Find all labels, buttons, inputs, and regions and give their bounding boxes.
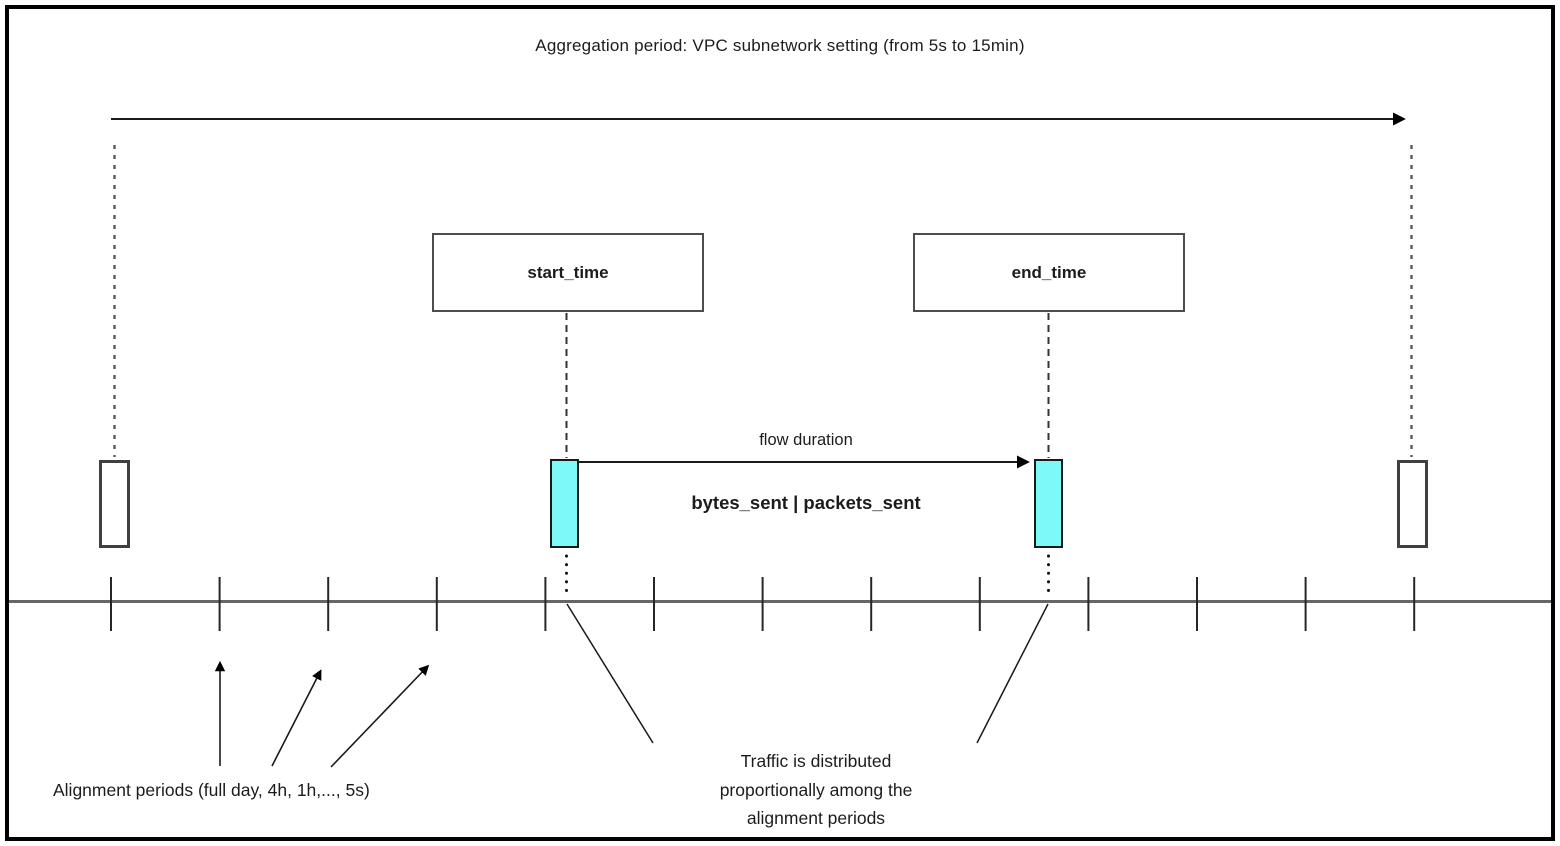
start-time-label: start_time	[527, 262, 609, 282]
start-time-box: start_time	[432, 233, 704, 312]
traffic-note-right-pointer	[976, 603, 1049, 744]
right-period-marker	[1397, 460, 1428, 548]
flow-metrics-label: bytes_sent | packets_sent	[691, 492, 921, 513]
left-period-marker	[99, 460, 130, 548]
diagram-frame	[5, 5, 1555, 841]
alignment-arrow-3	[330, 664, 430, 768]
end-time-label: end_time	[1011, 262, 1087, 282]
flow-duration-label: flow duration	[759, 431, 853, 449]
traffic-note-line: proportionally among the	[719, 779, 913, 800]
end-time-box: end_time	[913, 233, 1185, 312]
alignment-arrow-2	[271, 669, 322, 767]
flow-marker-start	[550, 459, 579, 548]
traffic-note-line: Traffic is distributed	[740, 751, 892, 771]
flow-marker-end	[1034, 459, 1063, 548]
timeline-ticks	[110, 577, 1416, 631]
diagram-title: Aggregation period: VPC subnetwork setti…	[535, 36, 1025, 55]
traffic-distribution-note: Traffic is distributed proportionally am…	[665, 747, 967, 833]
alignment-periods-label: Alignment periods (full day, 4h, 1h,...,…	[53, 780, 370, 800]
traffic-note-left-pointer	[566, 603, 654, 744]
traffic-note-line: alignment periods	[746, 808, 886, 828]
